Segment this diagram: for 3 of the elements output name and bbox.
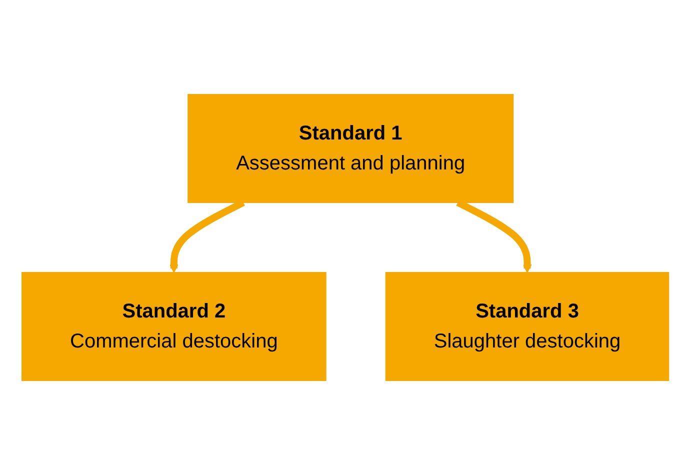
node-box: Standard 2 Commercial destocking: [22, 272, 327, 381]
node-box: Standard 1 Assessment and planning: [188, 94, 514, 203]
node-box: Standard 3 Slaughter destocking: [386, 272, 670, 381]
